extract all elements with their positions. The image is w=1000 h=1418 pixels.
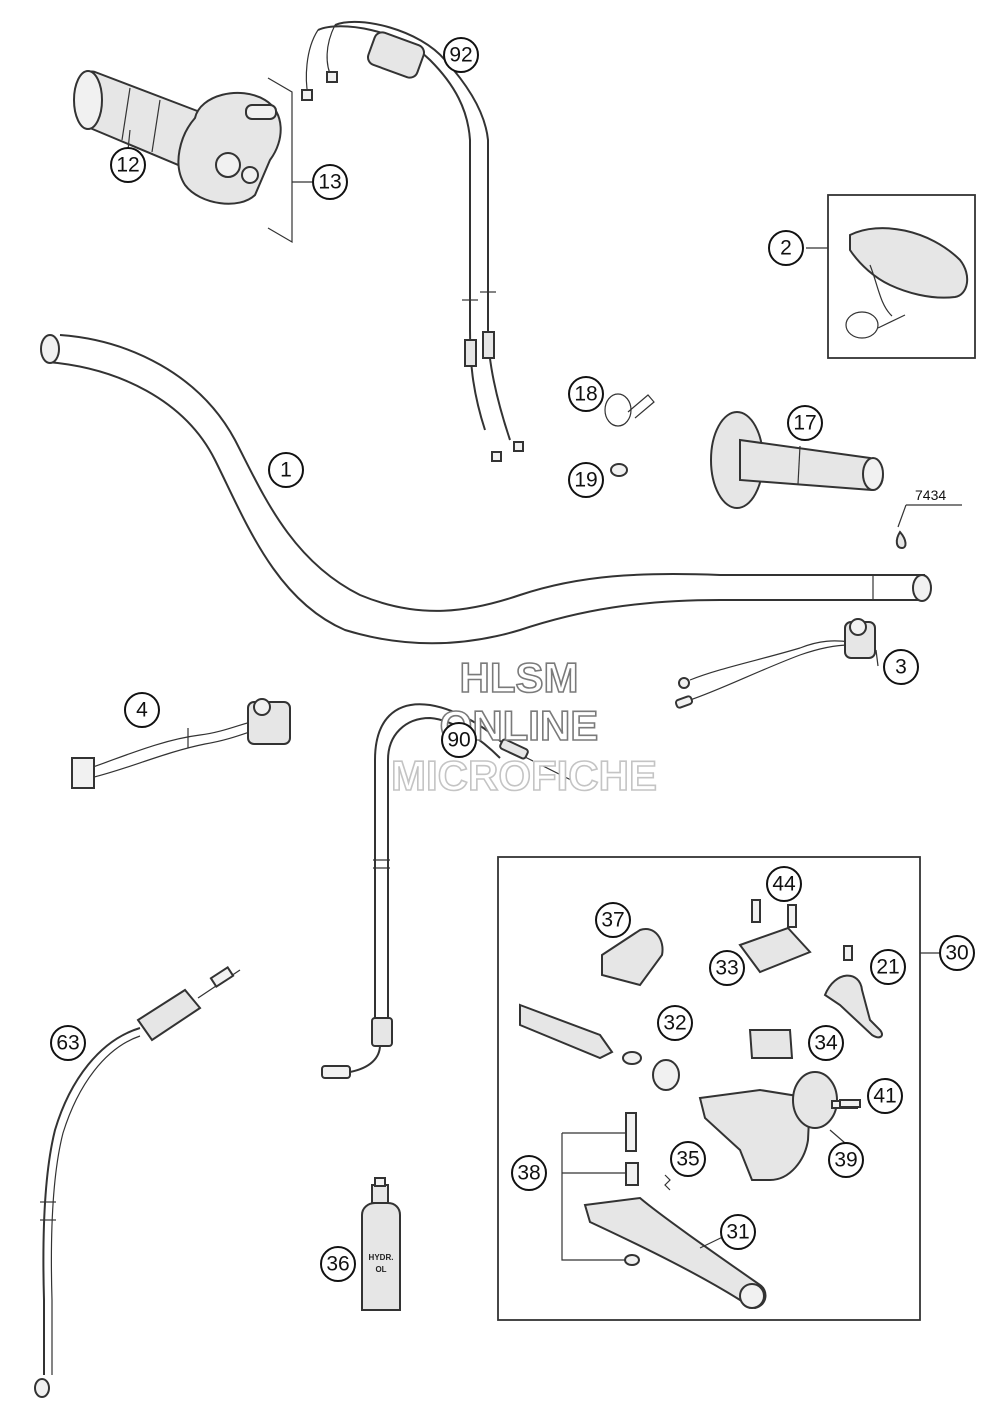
switch-right xyxy=(674,618,876,709)
throttle-housing xyxy=(177,77,293,244)
handlebar xyxy=(40,334,932,645)
left-grip xyxy=(710,411,884,509)
brake-master-cylinder-kit xyxy=(497,856,940,1321)
callout-4: 4 xyxy=(124,692,160,728)
callout-label: 35 xyxy=(676,1148,699,1171)
brake-fluid-bottle: HYDR. OL xyxy=(361,1177,401,1311)
callout-44: 44 xyxy=(766,866,802,902)
callout-35: 35 xyxy=(670,1141,706,1177)
callout-38: 38 xyxy=(511,1155,547,1191)
callout-label: 33 xyxy=(715,957,738,980)
callout-label: 32 xyxy=(663,1012,686,1035)
callout-32: 32 xyxy=(657,1005,693,1041)
callout-12: 12 xyxy=(110,147,146,183)
switch-left xyxy=(71,698,291,789)
callout-37: 37 xyxy=(595,902,631,938)
callout-label: 3 xyxy=(895,656,907,679)
callout-2: 2 xyxy=(768,230,804,266)
watermark: HLSM ONLINE MICROFICHE xyxy=(390,653,658,800)
callout-17: 17 xyxy=(787,405,823,441)
callout-label: 44 xyxy=(772,873,796,896)
bottle-label-line2: OL xyxy=(375,1265,386,1274)
callout-label: 30 xyxy=(945,942,968,965)
watermark-line3: MICROFICHE xyxy=(391,752,657,799)
callout-18: 18 xyxy=(568,376,604,412)
callout-31: 31 xyxy=(720,1214,756,1250)
clutch-cable xyxy=(321,703,576,1079)
callout-label: 17 xyxy=(793,412,816,435)
watermark-line1: HLSM xyxy=(460,654,579,701)
callout-41: 41 xyxy=(867,1078,903,1114)
callout-label: 31 xyxy=(726,1221,749,1244)
callout-label: 92 xyxy=(449,44,472,67)
callout-label: 13 xyxy=(318,171,341,194)
adhesive-code: 7434 xyxy=(915,487,946,503)
cable-tie xyxy=(604,393,655,427)
callout-label: 36 xyxy=(326,1253,349,1276)
callout-13: 13 xyxy=(312,164,348,200)
callout-label: 1 xyxy=(280,459,292,482)
callout-label: 19 xyxy=(574,469,597,492)
callout-label: 90 xyxy=(447,729,470,752)
callout-63: 63 xyxy=(50,1025,86,1061)
adhesive-reference: 7434 xyxy=(895,487,962,550)
speedometer-cable xyxy=(34,965,241,1398)
callout-label: 38 xyxy=(517,1162,540,1185)
hand-guard-kit xyxy=(806,194,976,359)
bottle-label-line1: HYDR. xyxy=(369,1253,394,1262)
callout-3: 3 xyxy=(883,649,919,685)
callout-30: 30 xyxy=(939,935,975,971)
callout-label: 18 xyxy=(574,383,597,406)
callout-label: 41 xyxy=(873,1085,896,1108)
callout-1: 1 xyxy=(268,452,304,488)
callout-39: 39 xyxy=(828,1142,864,1178)
callout-label: 2 xyxy=(780,237,792,260)
nut xyxy=(610,463,628,477)
callout-36: 36 xyxy=(320,1246,356,1282)
callout-90: 90 xyxy=(441,722,477,758)
callout-34: 34 xyxy=(808,1025,844,1061)
callout-label: 34 xyxy=(814,1032,838,1055)
callout-label: 37 xyxy=(601,909,624,932)
callout-92: 92 xyxy=(443,37,479,73)
callout-label: 21 xyxy=(876,956,899,979)
callout-label: 39 xyxy=(834,1149,857,1172)
callout-19: 19 xyxy=(568,462,604,498)
callout-33: 33 xyxy=(709,950,745,986)
callout-label: 63 xyxy=(56,1032,79,1055)
callout-label: 4 xyxy=(136,699,148,722)
callout-label: 12 xyxy=(116,154,139,177)
throttle-cable xyxy=(301,21,524,462)
callout-21: 21 xyxy=(870,949,906,985)
